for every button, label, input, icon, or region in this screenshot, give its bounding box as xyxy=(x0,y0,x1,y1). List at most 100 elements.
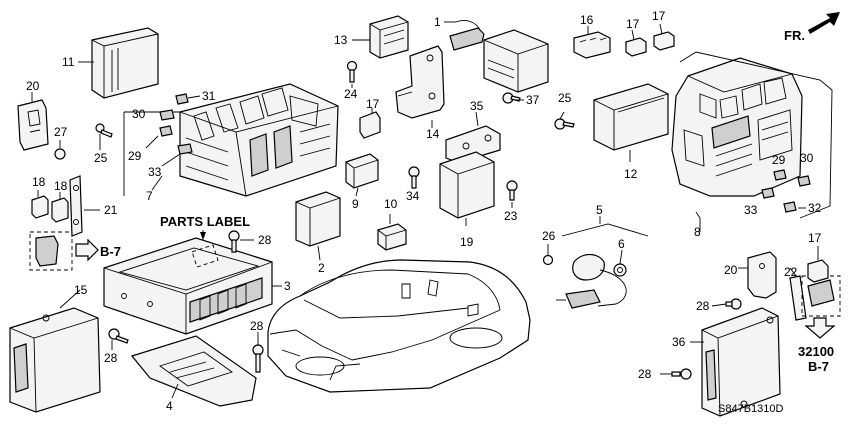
callout-25: 25 xyxy=(94,151,108,165)
callout-18b: 18 xyxy=(54,179,68,193)
part-28-bolt-d xyxy=(711,298,742,310)
callout-17a: 17 xyxy=(366,97,380,111)
diagram-code: S847B1310D xyxy=(718,403,783,415)
parts-label: PARTS LABEL xyxy=(160,214,250,229)
part-10-relay xyxy=(377,214,407,251)
part-25-bolt-right xyxy=(554,111,575,130)
part-35-bracket xyxy=(445,111,501,165)
callout-1: 1 xyxy=(434,15,441,29)
callout-7: 7 xyxy=(146,189,153,203)
callout-17b: 17 xyxy=(626,17,640,31)
part-31-clip xyxy=(175,93,201,105)
part-18-relay-b xyxy=(51,192,69,223)
callout-33: 33 xyxy=(148,165,162,179)
part-30-clip-right xyxy=(797,175,811,187)
callout-15: 15 xyxy=(74,283,88,297)
part-9-relay xyxy=(345,153,379,197)
callout-11: 11 xyxy=(62,55,75,69)
part-36-control-unit xyxy=(690,307,781,417)
callout-3: 3 xyxy=(284,279,291,293)
ref-b7-left: B-7 xyxy=(100,244,121,259)
callout-28d: 28 xyxy=(696,299,710,313)
callout-29b: 29 xyxy=(772,153,786,167)
part-20-bracket xyxy=(17,92,49,151)
part-11-module xyxy=(78,27,159,99)
part-17-relay-top-b xyxy=(653,23,675,51)
part-1-module xyxy=(444,19,549,93)
callout-18a: 18 xyxy=(32,175,46,189)
part-17-relay-top-a xyxy=(625,29,647,57)
callout-23: 23 xyxy=(504,209,518,223)
part-25-bolt-left xyxy=(95,123,113,150)
part-26-bolt xyxy=(542,244,554,266)
callout-31: 31 xyxy=(202,89,216,103)
part-15-control-unit xyxy=(9,289,101,413)
callout-25b: 25 xyxy=(558,91,572,105)
part-2-module xyxy=(295,191,341,261)
callout-28b: 28 xyxy=(250,319,264,333)
part-29-clip-right xyxy=(773,169,787,181)
part-28-bolt-e xyxy=(660,368,692,380)
callout-19: 19 xyxy=(460,235,474,249)
callout-29: 29 xyxy=(128,149,142,163)
part-32-clip-right xyxy=(783,201,806,213)
part-29-clip xyxy=(145,125,173,149)
part-28-bolt-b xyxy=(252,332,264,373)
callout-36: 36 xyxy=(672,335,686,349)
part-24-bolt xyxy=(346,60,358,88)
front-direction-arrow: FR. xyxy=(784,12,840,43)
callout-17c: 17 xyxy=(652,9,666,23)
part-14-bracket xyxy=(395,45,445,128)
callout-33b: 33 xyxy=(744,203,758,217)
callout-labels: 11 20 27 25 18 18 21 15 28 4 28 3 28 7 3… xyxy=(26,9,822,413)
callout-17d: 17 xyxy=(808,231,822,245)
callout-16: 16 xyxy=(580,13,594,27)
callout-9: 9 xyxy=(352,197,359,211)
ref-32100-group: 32100 B-7 xyxy=(798,246,841,374)
part-16-relay-block xyxy=(573,26,611,59)
callout-21: 21 xyxy=(104,203,118,217)
part-37-bolt xyxy=(502,92,524,104)
part-33-clip-right xyxy=(761,187,775,199)
part-5-harness xyxy=(556,216,649,309)
callout-28a: 28 xyxy=(104,351,118,365)
callout-8: 8 xyxy=(694,225,701,239)
part-12-module xyxy=(593,83,669,162)
callout-20: 20 xyxy=(26,79,40,93)
callout-12: 12 xyxy=(624,167,638,181)
callout-4: 4 xyxy=(166,399,173,413)
part-30-clip xyxy=(159,109,175,121)
callout-6: 6 xyxy=(618,237,625,251)
part-27-screw xyxy=(54,140,66,160)
callout-32: 32 xyxy=(808,201,822,215)
part-19-module xyxy=(439,151,495,226)
callout-2: 2 xyxy=(318,261,325,275)
parts-label-group: PARTS LABEL xyxy=(160,214,250,268)
part-13-relay xyxy=(352,15,409,59)
part-6-grommet xyxy=(613,249,627,277)
callout-10: 10 xyxy=(384,197,398,211)
callout-34: 34 xyxy=(406,189,420,203)
ref-32100: 32100 xyxy=(798,344,834,359)
part-17-relay-center xyxy=(359,108,381,139)
callout-24: 24 xyxy=(344,87,358,101)
callout-28c: 28 xyxy=(258,233,272,247)
part-20-bracket-right xyxy=(738,251,777,299)
part-21-clip xyxy=(69,175,100,237)
callout-26: 26 xyxy=(542,229,556,243)
callout-30b: 30 xyxy=(800,151,814,165)
arrow-icon xyxy=(808,12,840,34)
ref-b7-right: B-7 xyxy=(808,359,829,374)
part-18-relay-a xyxy=(31,190,49,219)
part-34-bolt xyxy=(408,166,420,189)
callout-35: 35 xyxy=(470,99,484,113)
callout-37: 37 xyxy=(526,93,540,107)
ref-b7-left-group: B-7 xyxy=(29,231,121,271)
callout-5: 5 xyxy=(596,203,603,217)
part-4-bracket xyxy=(130,335,257,407)
direction-label: FR. xyxy=(784,28,805,43)
callout-30: 30 xyxy=(132,107,146,121)
callout-14: 14 xyxy=(426,127,440,141)
part-28-bolt-c xyxy=(228,230,254,253)
